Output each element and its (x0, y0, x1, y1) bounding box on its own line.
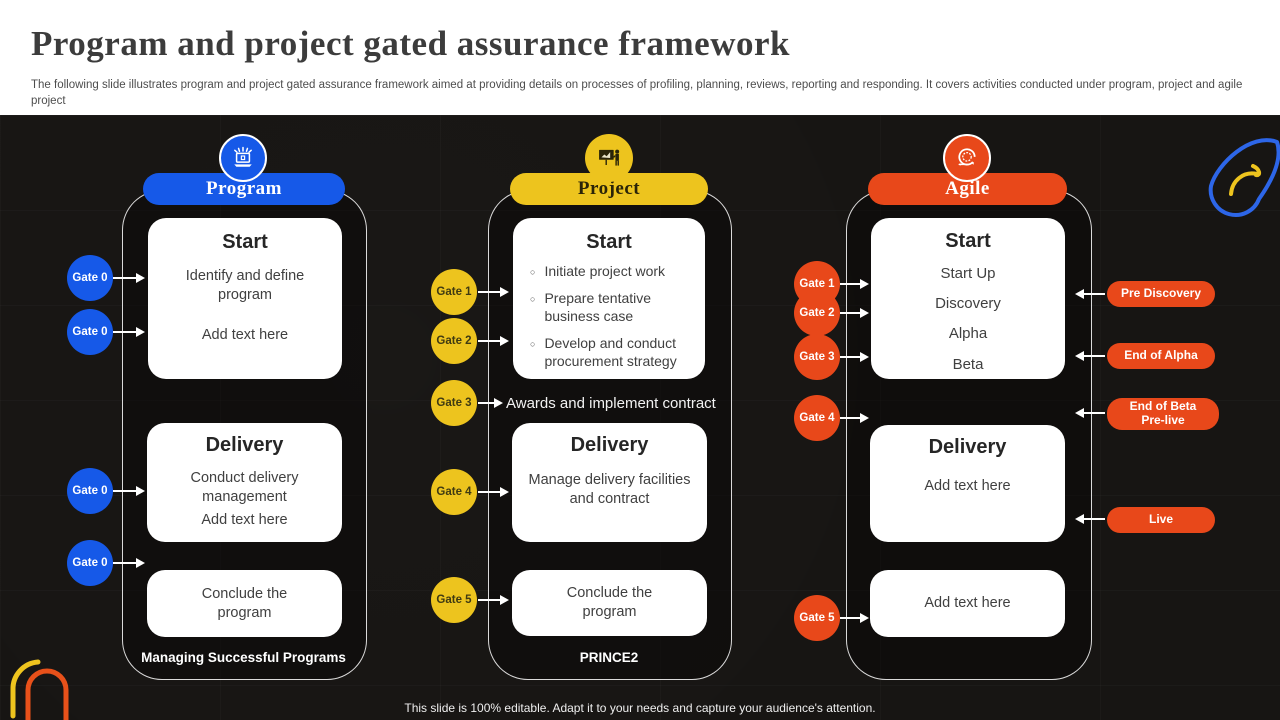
milestone-chip: End of Beta Pre-live (1107, 398, 1219, 430)
iteration-arrows-icon (943, 134, 991, 182)
gate-arrow (840, 308, 869, 318)
gate-badge: Gate 4 (794, 395, 840, 441)
box-text: Identify and define program (185, 268, 305, 303)
box-text: Conclude the program (201, 585, 288, 621)
box-title: Start (945, 230, 991, 252)
milestone-chip: Pre Discovery (1107, 281, 1215, 307)
gate-badge: Gate 0 (67, 540, 113, 586)
box-title: Start (222, 231, 268, 253)
program-header-label: Program (206, 178, 282, 199)
gate-arrow (840, 352, 869, 362)
title-band (0, 0, 1280, 115)
box-title: Delivery (205, 434, 284, 456)
gate-badge: Gate 5 (431, 577, 477, 623)
milestone-chip: Live (1107, 507, 1215, 533)
box-text: Conduct delivery management (190, 470, 299, 505)
bullet-item: Develop and conduct procurement strategy (528, 335, 690, 371)
awards-text: Awards and implement contract (506, 395, 716, 412)
presentation-laptop-icon (219, 134, 267, 182)
bullet-item: Prepare tentative business case (528, 290, 690, 326)
gate-badge: Gate 0 (67, 468, 113, 514)
box-text: Add text here (201, 327, 289, 344)
project-header-label: Project (577, 178, 641, 199)
footer-note: This slide is 100% editable. Adapt it to… (404, 701, 876, 715)
phase-label: Discovery (935, 295, 1001, 313)
project-start-box: Start Initiate project work Prepare tent… (513, 218, 705, 379)
gate-badge: Gate 5 (794, 595, 840, 641)
gate-arrow (113, 558, 145, 568)
agile-start-box: Start Start Up Discovery Alpha Beta (871, 218, 1065, 379)
decor-top-right (1208, 138, 1280, 217)
milestone-arrow (1075, 289, 1105, 299)
gate-arrow (478, 595, 509, 605)
gate-arrow (113, 327, 145, 337)
gate-arrow (478, 398, 503, 408)
bullet-item: Initiate project work (528, 263, 690, 281)
milestone-arrow (1075, 408, 1105, 418)
agile-delivery-box: Delivery Add text here (870, 425, 1065, 542)
gate-badge: Gate 0 (67, 255, 113, 301)
project-conclude-box: Conclude the program (512, 570, 707, 636)
gate-badge: Gate 1 (431, 269, 477, 315)
page-title: Program and project gated assurance fram… (31, 24, 790, 63)
gate-arrow (840, 279, 869, 289)
box-text: Add text here (201, 512, 288, 529)
agile-header-label: Agile (945, 178, 990, 199)
project-delivery-box: Delivery Manage delivery facilities and … (512, 423, 707, 542)
program-delivery-box: Delivery Conduct delivery management Add… (147, 423, 342, 542)
gate-badge: Gate 3 (794, 334, 840, 380)
presenter-board-icon (585, 134, 633, 182)
gate-arrow (113, 486, 145, 496)
gate-badge: Gate 0 (67, 309, 113, 355)
phase-label: Start Up (940, 265, 996, 282)
agile-bottom-box: Add text here (870, 570, 1065, 637)
box-text: Conclude the program (566, 585, 653, 620)
phase-label: Beta (952, 355, 984, 373)
program-bottom-label: Managing Successful Programs (141, 650, 346, 665)
gate-badge: Gate 2 (431, 318, 477, 364)
gate-badge: Gate 2 (794, 290, 840, 336)
gate-arrow (840, 613, 869, 623)
gate-arrow (478, 336, 509, 346)
milestone-arrow (1075, 351, 1105, 361)
milestone-arrow (1075, 514, 1105, 524)
project-bottom-label: PRINCE2 (579, 650, 639, 665)
box-title: Delivery (570, 434, 649, 456)
program-start-box: Start Identify and define program Add te… (148, 218, 342, 379)
box-title: Delivery (928, 436, 1007, 458)
program-conclude-box: Conclude the program (147, 570, 342, 637)
gate-badge: Gate 4 (431, 469, 477, 515)
page-subtitle: The following slide illustrates program … (31, 79, 1243, 107)
gate-arrow (840, 413, 869, 423)
decor-bottom-left (10, 659, 69, 720)
gate-arrow (113, 273, 145, 283)
phase-label: Alpha (948, 325, 988, 343)
gate-arrow (478, 287, 509, 297)
box-title: Start (586, 231, 632, 253)
box-text: Manage delivery facilities and contract (528, 472, 691, 507)
gate-arrow (478, 487, 509, 497)
box-text: Add text here (924, 595, 1011, 612)
gate-badge: Gate 3 (431, 380, 477, 426)
box-text: Add text here (924, 478, 1011, 494)
milestone-chip: End of Alpha (1107, 343, 1215, 369)
